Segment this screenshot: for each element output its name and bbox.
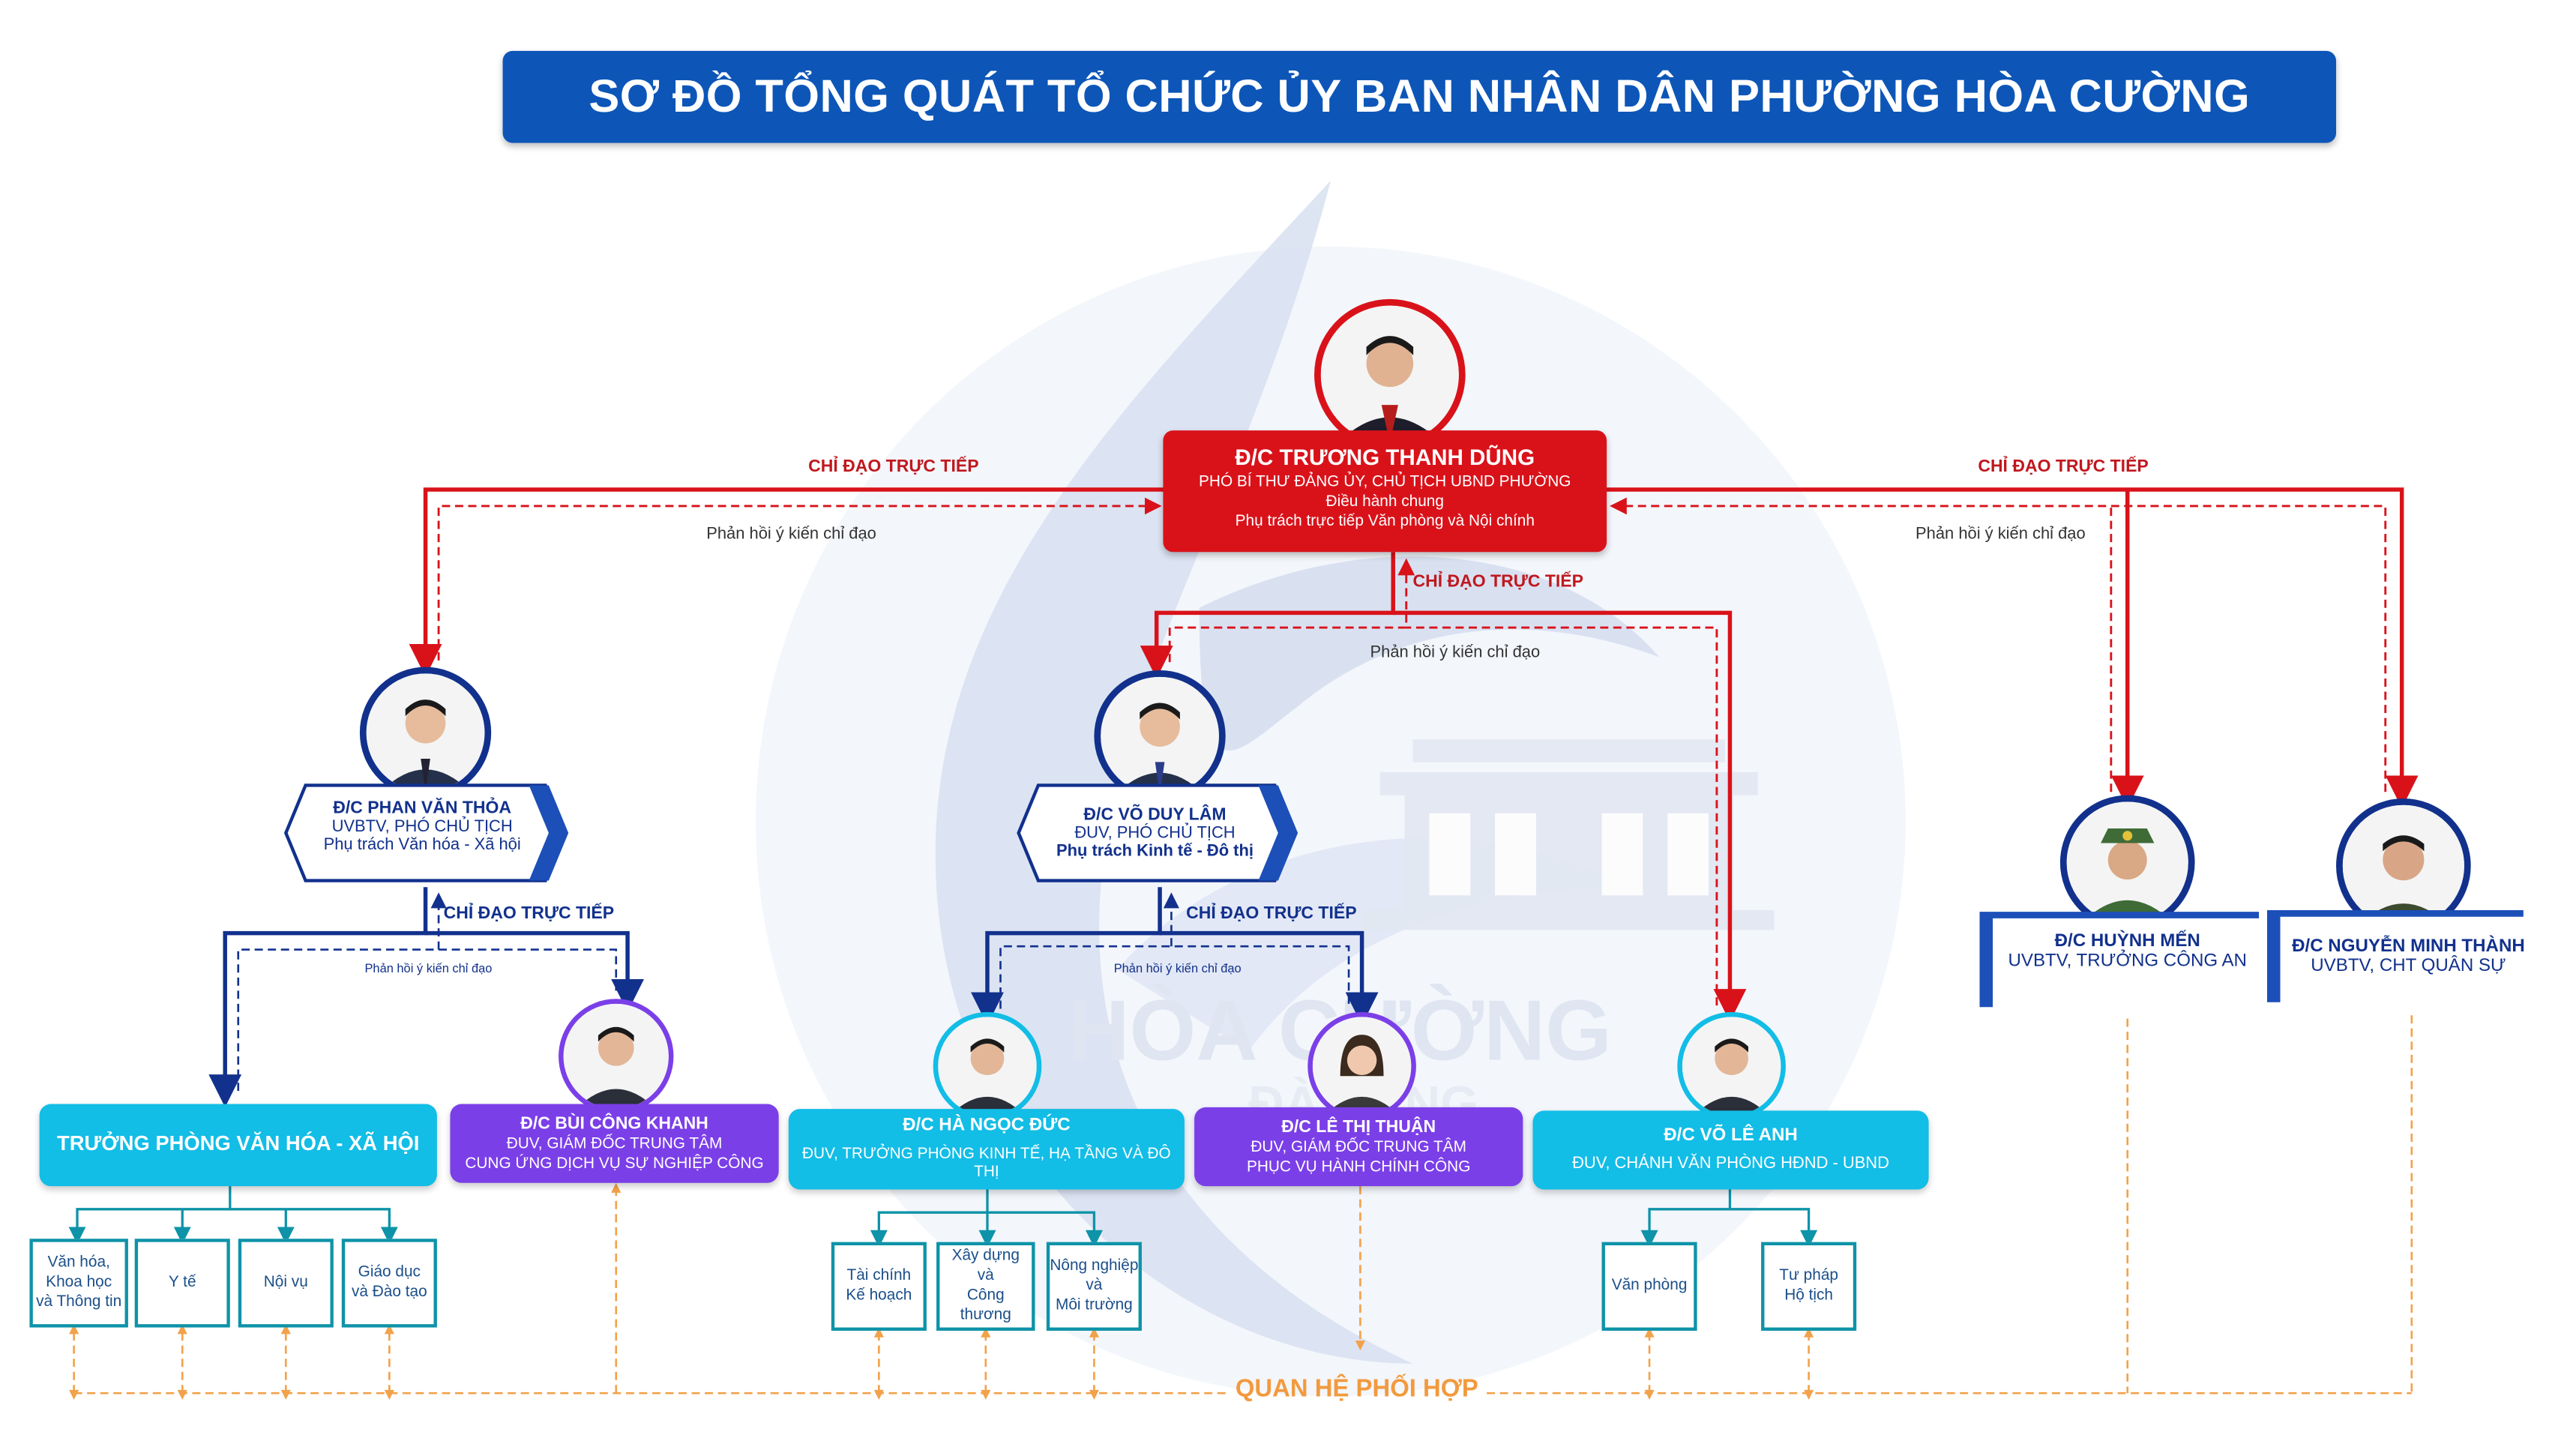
military-name: Đ/C NGUYỄN MINH THÀNH [2292, 936, 2525, 957]
avatar-le [1307, 1011, 1416, 1121]
police-officer-icon [2066, 801, 2188, 924]
vice1-card-shape [283, 783, 569, 882]
vice1-title: UVBTV, PHÓ CHỦ TỊCH [331, 818, 513, 837]
person-icon [1682, 1017, 1781, 1116]
page-title: SƠ ĐỒ TỔNG QUÁT TỔ CHỨC ỦY BAN NHÂN DÂN … [589, 70, 2251, 122]
vice1-card: Đ/C PHAN VĂN THỎA UVBTV, PHÓ CHỦ TỊCH Ph… [299, 798, 546, 855]
military-card: Đ/C NGUYỄN MINH THÀNH UVBTV, CHT QUÂN SỰ [2277, 936, 2540, 976]
label-feedback-vice1: Phản hồi ý kiến chỉ đạo [364, 960, 493, 976]
police-card-shape [1979, 912, 2272, 1017]
coordination-label: QUAN HỆ PHỐI HỢP [1235, 1375, 1478, 1404]
leader-card: Đ/C TRƯƠNG THANH DŨNG PHÓ BÍ THƯ ĐẢNG ỦY… [1163, 430, 1607, 553]
avatar-leader [1314, 298, 1466, 451]
le-title: ĐUV, GIÁM ĐỐC TRUNG TÂM [1251, 1137, 1467, 1156]
dept-culture-title: TRƯỞNG PHÒNG VĂN HÓA - XÃ HỘI [57, 1132, 420, 1155]
leader-charge: Phụ trách trực tiếp Văn phòng và Nội chí… [1235, 511, 1535, 530]
avatar-vice2 [1094, 670, 1226, 802]
unit-label: Môi trường [1055, 1296, 1133, 1314]
person-icon [1101, 676, 1219, 795]
military-title: UVBTV, CHT QUÂN SỰ [2311, 956, 2506, 976]
police-title: UVBTV, TRƯỞNG CÔNG AN [2008, 951, 2247, 972]
ha-name: Đ/C HÀ NGỌC ĐỨC [903, 1115, 1071, 1135]
vo-name: Đ/C VÕ LÊ ANH [1664, 1125, 1798, 1146]
unit-label: Hộ tịch [1784, 1286, 1834, 1305]
le-box: Đ/C LÊ THỊ THUẬN ĐUV, GIÁM ĐỐC TRUNG TÂM… [1194, 1107, 1523, 1187]
bui-name: Đ/C BÙI CÔNG KHANH [520, 1113, 708, 1134]
label-direct-left: CHỈ ĐẠO TRỰC TIẾP [808, 457, 979, 477]
vice2-name: Đ/C VÕ DUY LÂM [1083, 804, 1227, 825]
military-card-shape [2266, 909, 2537, 1012]
le-name: Đ/C LÊ THỊ THUẬN [1281, 1116, 1436, 1137]
vo-title: ĐUV, CHÁNH VĂN PHÒNG HĐND - UBND [1572, 1154, 1889, 1173]
unit-label: và [977, 1266, 994, 1285]
avatar-military [2336, 798, 2471, 933]
person-icon [563, 1003, 669, 1110]
unit-label: và Thông tin [36, 1293, 122, 1311]
unit-home-affairs: Nội vụ [238, 1239, 334, 1328]
bui-box: Đ/C BÙI CÔNG KHANH ĐUV, GIÁM ĐỐC TRUNG T… [450, 1104, 779, 1183]
vice2-card: Đ/C VÕ DUY LÂM ĐUV, PHÓ CHỦ TỊCH Phụ trá… [1032, 805, 1278, 861]
ha-box: Đ/C HÀ NGỌC ĐỨC ĐUV, TRƯỞNG PHÒNG KINH T… [788, 1109, 1185, 1190]
label-feedback-right: Phản hồi ý kiến chỉ đạo [1916, 526, 2086, 544]
leader-duty: Điều hành chung [1325, 492, 1444, 511]
unit-label: Văn hóa, [47, 1254, 110, 1272]
unit-label: Tư pháp [1779, 1266, 1838, 1285]
unit-label: và [1086, 1276, 1103, 1295]
ha-title: ĐUV, TRƯỞNG PHÒNG KINH TẾ, HẠ TẦNG VÀ ĐÔ… [801, 1144, 1171, 1182]
person-icon [1312, 1017, 1412, 1116]
unit-label: Kế hoạch [846, 1286, 912, 1305]
vice2-title: ĐUV, PHÓ CHỦ TỊCH [1074, 825, 1236, 843]
soldier-icon [2342, 804, 2464, 927]
vice1-charge: Phụ trách Văn hóa - Xã hội [323, 836, 521, 855]
unit-label: Giáo dục [358, 1263, 421, 1282]
avatar-police [2059, 795, 2195, 930]
label-direct-right: CHỈ ĐẠO TRỰC TIẾP [1978, 457, 2149, 477]
police-name: Đ/C HUỲNH MẾN [2054, 931, 2200, 951]
le-unit: PHỤC VỤ HÀNH CHÍNH CÔNG [1246, 1157, 1471, 1176]
person-icon [366, 673, 485, 792]
avatar-vo [1677, 1011, 1786, 1121]
label-feedback-center: Phản hồi ý kiến chỉ đạo [1370, 643, 1541, 663]
label-feedback-left: Phản hồi ý kiến chỉ đạo [706, 526, 876, 544]
person-icon [938, 1017, 1037, 1116]
police-card: Đ/C HUỲNH MẾN UVBTV, TRƯỞNG CÔNG AN [1987, 931, 2267, 971]
unit-label: Khoa học [46, 1273, 112, 1292]
title-banner: SƠ ĐỒ TỔNG QUÁT TỔ CHỨC ỦY BAN NHÂN DÂN … [502, 50, 2337, 143]
vice1-name: Đ/C PHAN VĂN THỎA [333, 798, 512, 819]
avatar-vice1 [359, 667, 492, 798]
bui-title: ĐUV, GIÁM ĐỐC TRUNG TÂM [506, 1134, 723, 1153]
unit-label: Nông nghiệp [1050, 1257, 1139, 1275]
unit-label: Xây dựng [951, 1247, 1020, 1266]
label-direct-vice1: CHỈ ĐẠO TRỰC TIẾP [443, 903, 615, 924]
bui-unit: CUNG ỨNG DỊCH VỤ SỰ NGHIỆP CÔNG [465, 1154, 764, 1173]
label-direct-center: CHỈ ĐẠO TRỰC TIẾP [1412, 571, 1583, 592]
unit-office: Văn phòng [1601, 1242, 1697, 1331]
label-feedback-vice2: Phản hồi ý kiến chỉ đạo [1113, 960, 1242, 976]
unit-label: Tài chính [846, 1266, 912, 1285]
unit-label: và Đào tạo [351, 1283, 427, 1302]
person-icon [1320, 305, 1459, 444]
vice2-charge: Phụ trách Kinh tế - Đô thị [1056, 843, 1254, 861]
dept-culture-box: TRƯỞNG PHÒNG VĂN HÓA - XÃ HỘI [39, 1104, 437, 1187]
leader-name: Đ/C TRƯƠNG THANH DŨNG [1235, 445, 1535, 470]
avatar-bui [559, 999, 674, 1114]
avatar-ha [933, 1011, 1042, 1121]
unit-label: Văn phòng [1611, 1276, 1688, 1295]
unit-label: Y tế [168, 1273, 196, 1292]
unit-label: Nội vụ [263, 1273, 308, 1292]
vo-box: Đ/C VÕ LÊ ANH ĐUV, CHÁNH VĂN PHÒNG HĐND … [1532, 1110, 1929, 1190]
unit-label: Công thương [960, 1286, 1011, 1324]
leader-title: PHÓ BÍ THƯ ĐẢNG ỦY, CHỦ TỊCH UBND PHƯỜNG [1199, 472, 1571, 491]
label-direct-vice2: CHỈ ĐẠO TRỰC TIẾP [1186, 903, 1357, 924]
vice2-card-shape [1017, 783, 1298, 882]
unit-health: Y tế [134, 1239, 230, 1328]
